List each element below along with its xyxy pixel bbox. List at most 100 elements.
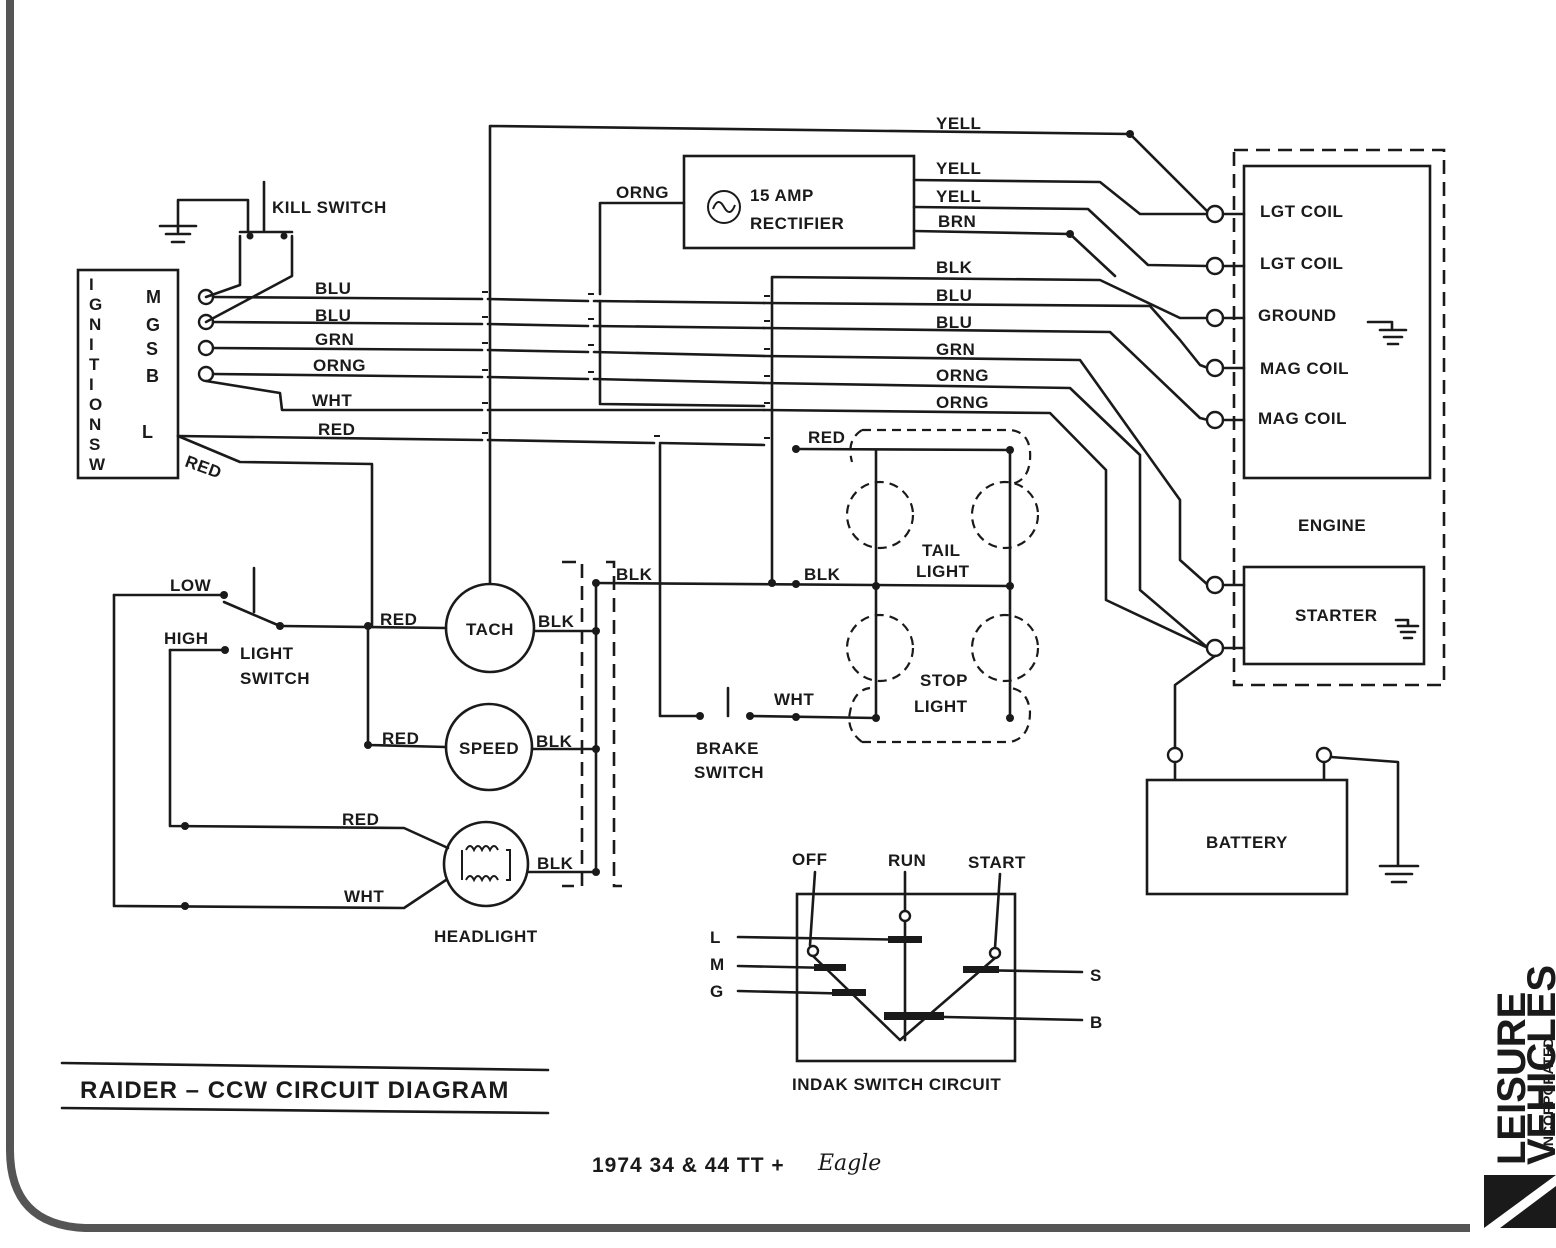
brake-switch: WHT BRAKE SWITCH (694, 686, 878, 782)
wire-orng-left: ORNG (313, 356, 366, 375)
wire-blk-head: BLK (537, 854, 574, 873)
ignition-switch-box (76, 268, 180, 480)
indak-terminal-s: S (1090, 966, 1102, 985)
ignition-letter: I (89, 275, 94, 294)
engine-coil-box (1242, 164, 1432, 480)
diagram-title: RAIDER – CCW CIRCUIT DIAGRAM (80, 1077, 509, 1104)
wire-blk-tach: BLK (538, 612, 575, 631)
engine-terminal-lgt-coil-1: LGT COIL (1260, 202, 1343, 221)
wire-red-head: RED (342, 810, 379, 829)
rectifier-line1: 15 AMP (750, 186, 814, 205)
wire-grn-left: GRN (315, 330, 354, 349)
light-switch-high: HIGH (164, 629, 209, 648)
wire-blu-right-2: BLU (936, 313, 972, 332)
indak-terminal-m: M (710, 955, 725, 974)
stop-light-line1: STOP (920, 671, 968, 690)
light-switch-line1: LIGHT (240, 644, 294, 663)
rectifier-group: YELL 15 AMP RECTIFIER ORNG YELL YELL BRN (488, 114, 1212, 586)
rectifier-line2: RECTIFIER (750, 214, 844, 233)
engine-label: ENGINE (1298, 516, 1366, 535)
kill-switch: KILL SWITCH (158, 180, 386, 324)
ignition-letter: N (89, 315, 102, 334)
tail-light-line2: LIGHT (916, 562, 970, 581)
ignition-post-s (197, 339, 215, 357)
indak-terminal-b: B (1090, 1013, 1103, 1032)
model-line: 1974 34 & 44 TT + (592, 1154, 785, 1177)
right-wire-bundle: BLK BLU BLU GRN ORNG ORNG (762, 258, 1210, 650)
wire-blk-mid-2: BLK (804, 565, 841, 584)
indak-switch-circuit: OFF RUN START L M G S B INDAK SWITCH CIR… (710, 850, 1103, 1094)
filament-icon (465, 845, 499, 883)
indak-position-start: START (968, 853, 1026, 872)
wire-yell-1: YELL (936, 159, 981, 178)
logo-mark-icon (1484, 1175, 1556, 1228)
indak-terminal-l: L (710, 928, 721, 947)
indak-position-run: RUN (888, 851, 926, 870)
ignition-terminal-m: M (146, 287, 162, 307)
brake-switch-line1: BRAKE (696, 739, 759, 758)
left-wire-bundle: BLU BLU GRN ORNG WHT RED RED (176, 279, 766, 627)
ignition-post-b (197, 365, 215, 383)
engine-terminal-mag-coil-1: MAG COIL (1260, 359, 1349, 378)
indak-terminal-g: G (710, 982, 724, 1001)
wire-wht-brake: WHT (774, 690, 814, 709)
light-switch-line2: SWITCH (240, 669, 310, 688)
engine-terminal-ground: GROUND (1258, 306, 1337, 325)
ignition-terminal-b: B (146, 366, 160, 386)
ground-symbol-icon (1366, 320, 1408, 346)
battery-ground-icon (1378, 864, 1420, 884)
wire-blu-left-1: BLU (315, 279, 351, 298)
indak-position-off: OFF (792, 850, 828, 869)
logo-line2: VEHICLES (1520, 965, 1556, 1165)
starter-box (1242, 565, 1426, 666)
engine-terminal-mag-coil-2: MAG COIL (1258, 409, 1347, 428)
title-block: RAIDER – CCW CIRCUIT DIAGRAM 1974 34 & 4… (60, 1061, 881, 1177)
ignition-letter: I (89, 335, 94, 354)
starter-ground-icon (1394, 618, 1420, 640)
engine-terminal-lgt-coil-2: LGT COIL (1260, 254, 1343, 273)
ac-symbol-icon (707, 190, 741, 224)
ground-bus: BLK BLK (562, 443, 1012, 888)
wire-orng-rectifier: ORNG (616, 183, 669, 202)
light-switch-low: LOW (170, 576, 212, 595)
ignition-terminal-g: G (146, 315, 161, 335)
wire-red-tach: RED (380, 610, 417, 629)
ignition-terminal-l: L (142, 422, 154, 442)
wire-red-diagonal: RED (183, 452, 225, 483)
wire-blk-speed: BLK (536, 732, 573, 751)
ignition-letter: I (89, 375, 94, 394)
wire-blu-right-1: BLU (936, 286, 972, 305)
ignition-terminal-s: S (146, 339, 159, 359)
headlight-label: HEADLIGHT (434, 927, 538, 946)
page-edge (6, 0, 1470, 1232)
wire-yell-2: YELL (936, 187, 981, 206)
ignition-letter: O (89, 395, 103, 414)
wire-wht-left: WHT (312, 391, 352, 410)
battery-label: BATTERY (1206, 833, 1288, 852)
wire-brn: BRN (938, 212, 976, 231)
wire-red-tail: RED (808, 428, 845, 447)
ignition-letter: W (89, 455, 106, 474)
battery-box (1145, 778, 1349, 896)
wire-orng-right-2: ORNG (936, 393, 989, 412)
wire-orng-right-1: ORNG (936, 366, 989, 385)
ignition-letter: N (89, 415, 102, 434)
wire-grn-right: GRN (936, 340, 975, 359)
tail-light-line1: TAIL (922, 541, 961, 560)
wire-wht-head: WHT (344, 887, 384, 906)
wire-red-speed: RED (382, 729, 419, 748)
starter-label: STARTER (1295, 606, 1378, 625)
wire-yell-top: YELL (936, 114, 981, 133)
gauges: TACH SPEED RED BLK RED BLK HEADLIGHT BLK… (112, 582, 600, 946)
engine: LGT COIL LGT COIL GROUND MAG COIL MAG CO… (1205, 148, 1446, 687)
logo-line1: LEISURE (1490, 992, 1534, 1165)
ignition-letter: T (89, 355, 100, 374)
handwritten-note: Eagle (817, 1151, 881, 1176)
wire-red-left: RED (318, 420, 355, 439)
logo-line3: INCORPORATED (1540, 1037, 1556, 1150)
wire-blu-left-2: BLU (315, 306, 351, 325)
headlight-lamp (442, 820, 530, 908)
